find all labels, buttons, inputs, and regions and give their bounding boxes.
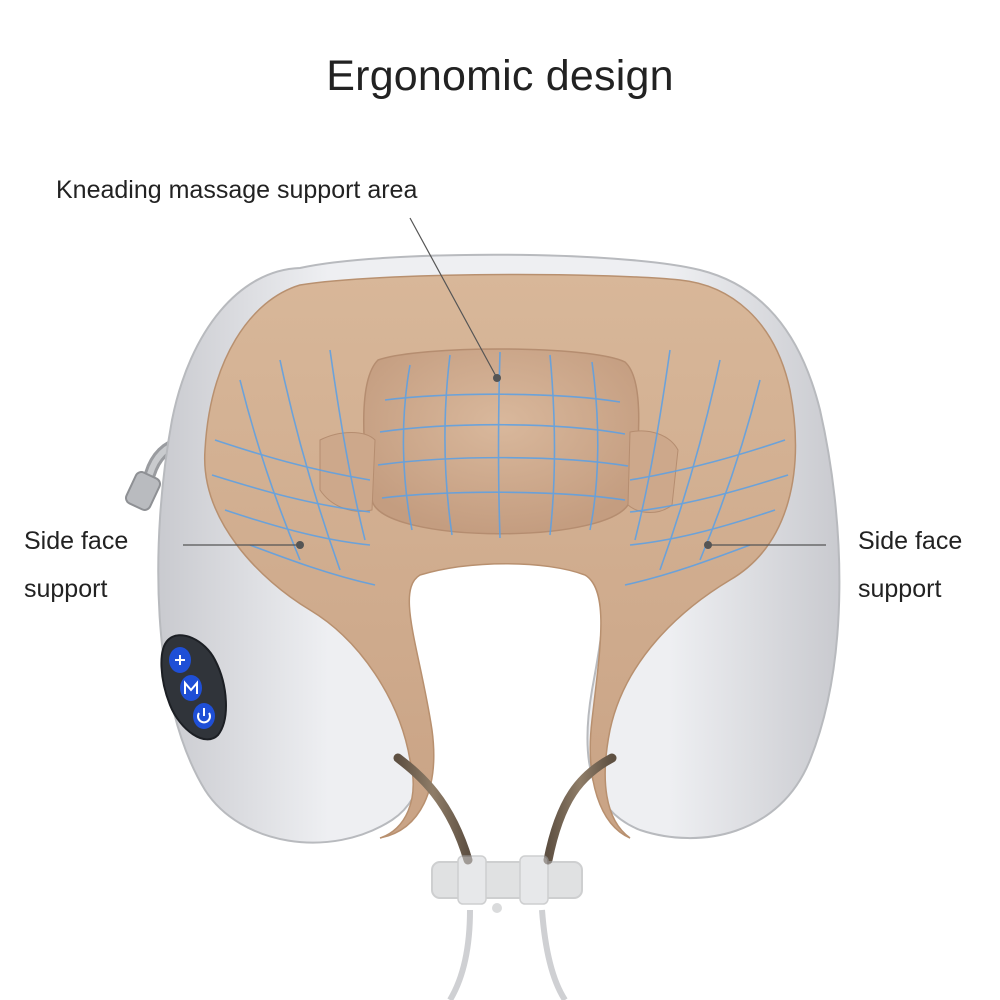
control-panel: [160, 634, 227, 741]
side-pad-left: [319, 432, 376, 512]
massage-grid-lines: [211, 349, 789, 586]
side-face-support-left-label: Side face support: [24, 517, 128, 613]
side-left-line1: Side face: [24, 527, 129, 555]
side-left-line2: support: [24, 575, 108, 603]
plus-icon[interactable]: [169, 647, 191, 673]
side-face-support-right-label: Side face support: [858, 517, 962, 613]
drawstring-cords: [393, 753, 617, 1000]
pillow-cushion: [204, 273, 797, 839]
page-title: Ergonomic design: [326, 52, 674, 100]
power-icon[interactable]: [193, 703, 215, 729]
mode-icon[interactable]: [180, 675, 202, 701]
side-right-line1: Side face: [858, 527, 963, 555]
kneading-area-label: Kneading massage support area: [56, 176, 418, 204]
side-right-line2: support: [858, 575, 942, 603]
callout-lines: [183, 217, 826, 546]
cord-lock: [431, 855, 583, 913]
callout-dots: [296, 374, 712, 549]
